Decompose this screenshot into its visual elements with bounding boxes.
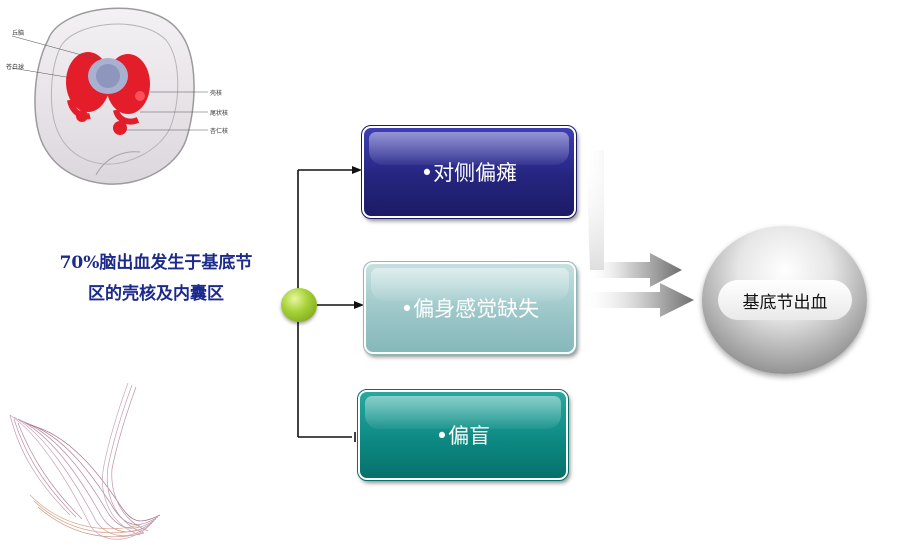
symptom-label-2: •偏身感觉缺失 [400,297,540,321]
target-label-pill: 基底节出血 [718,280,852,320]
label-amygdala: 杏仁核 [210,128,229,135]
arrowhead-middle [354,301,364,309]
symptom-label-3: •偏盲 [435,424,491,448]
label-caudate: 尾状核 [210,110,229,117]
label-putamen: 壳核 [210,90,223,97]
symptom-box-hemisensory-loss: •偏身感觉缺失 [363,261,577,355]
target-label: 基底节出血 [742,292,828,313]
symptom-label-1: •对侧偏瘫 [420,161,518,185]
label-globus-pallidus: 苍白球 [6,64,25,71]
symptom-box-hemianopia: •偏盲 [357,389,569,481]
hub-node [281,288,317,322]
arrowhead-top [352,166,362,174]
caption-line-1: 70%脑出血发生于基底节 [59,253,253,273]
brain-anatomy-figure: 丘脑 苍白球 壳核 尾状核 杏仁核 [0,0,240,190]
gradient-arrow-top-stem [586,150,604,270]
symptom-box-contralateral-hemiplegia: •对侧偏瘫 [361,125,577,219]
brain-illustration [11,7,208,185]
caption-line-2: 区的壳核及内囊区 [88,284,224,304]
label-thalamus: 丘脑 [12,30,25,37]
gradient-arrow-middle [580,283,694,317]
decorative-ribbon [9,382,161,540]
caption: 70%脑出血发生于基底节 区的壳核及内囊区 [30,248,282,310]
